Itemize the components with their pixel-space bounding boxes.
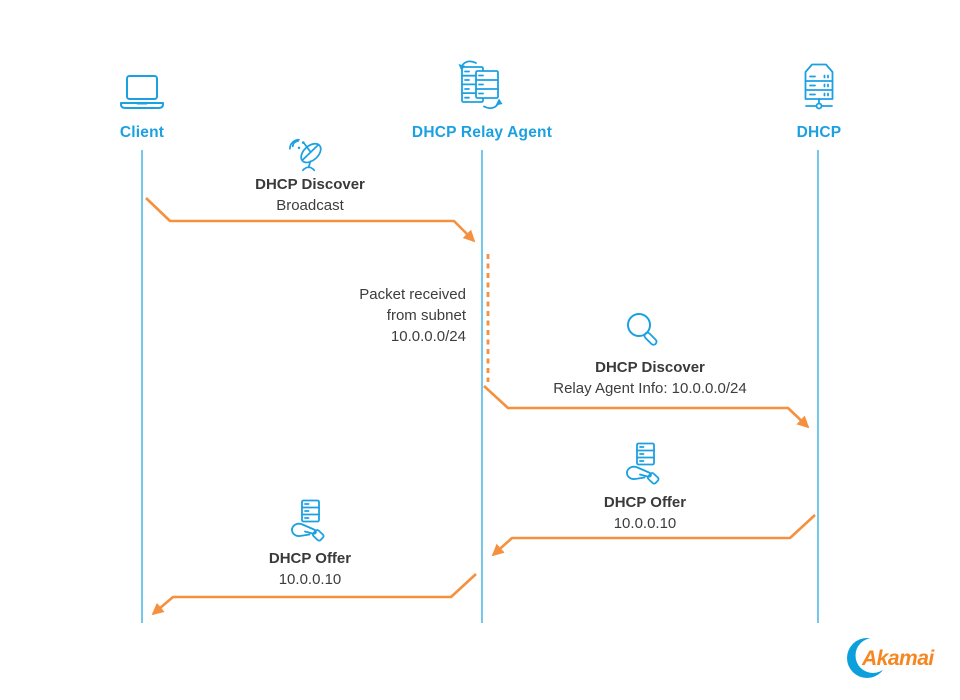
message-title: DHCP Discover: [255, 176, 365, 193]
message-title: DHCP Discover: [595, 359, 705, 376]
message-offer-to-client: DHCP Offer 10.0.0.10: [210, 548, 410, 590]
magnifier-icon: [622, 310, 666, 356]
lifeline-relay-agent: [481, 150, 483, 623]
arrow-offer-relay-to-client: [151, 573, 477, 616]
message-discover-relayinfo: DHCP Discover Relay Agent Info: 10.0.0.0…: [495, 357, 805, 399]
message-subtitle: Broadcast: [276, 197, 344, 214]
actor-label-relay-agent: DHCP Relay Agent: [411, 124, 553, 141]
message-offer-to-relay: DHCP Offer 10.0.0.10: [545, 492, 745, 534]
arrow-discover-relay-to-dhcp: [483, 385, 810, 429]
lifeline-client: [141, 150, 143, 623]
message-title: DHCP Offer: [268, 550, 352, 567]
message-discover-broadcast: DHCP Discover Broadcast: [205, 174, 415, 216]
arrow-offer-dhcp-to-relay: [491, 514, 816, 557]
offer-hand-icon: [620, 441, 672, 491]
relay-server-icon: [451, 58, 509, 112]
lifeline-dhcp: [817, 150, 819, 623]
akamai-wave-icon: [847, 638, 891, 678]
broadcast-dish-icon: [288, 133, 332, 177]
message-title: DHCP Offer: [603, 494, 687, 511]
note-line: from subnet: [386, 307, 466, 324]
laptop-icon: [116, 72, 168, 116]
note-packet-received: Packet received from subnet 10.0.0.0/24: [280, 284, 466, 347]
message-subtitle: 10.0.0.10: [278, 571, 342, 588]
offer-hand-icon: [285, 498, 337, 548]
akamai-logo: Akamai: [843, 632, 955, 684]
note-line: 10.0.0.0/24: [390, 328, 466, 345]
akamai-brand-text: Akamai: [862, 647, 934, 670]
actor-label-client: Client: [119, 124, 165, 141]
actor-label-dhcp: DHCP: [796, 124, 842, 141]
message-subtitle: 10.0.0.10: [613, 515, 677, 532]
dhcp-server-icon: [794, 60, 844, 112]
arrow-discover-client-to-relay: [145, 197, 476, 243]
note-line: Packet received: [359, 286, 466, 303]
message-subtitle: Relay Agent Info: 10.0.0.0/24: [553, 380, 747, 397]
